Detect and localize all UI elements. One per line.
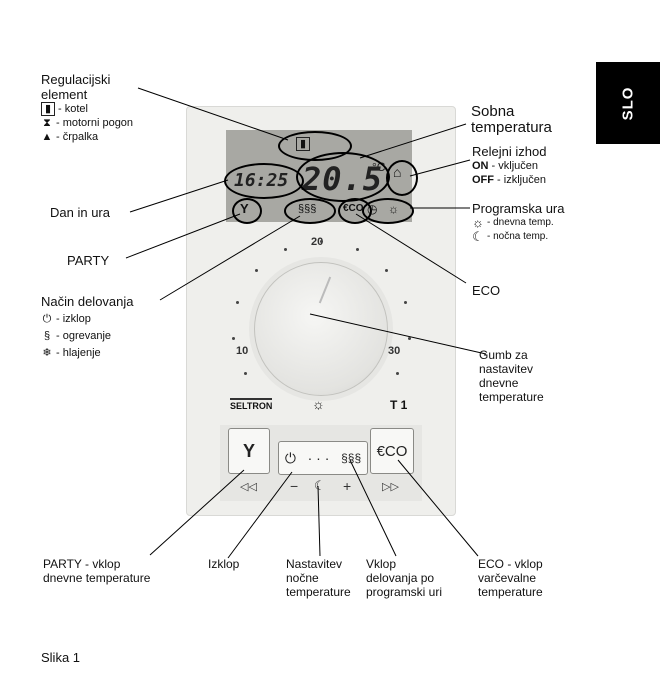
mode-rocker[interactable]: ⏻ · · · §§§ [278,441,368,475]
heating-icon: §§§ [341,451,362,465]
label-dnevna-temp: - dnevna temp. [487,217,554,228]
label-sobna-1: Sobna [471,103,515,120]
dial-tick [284,247,288,251]
dial-tick [236,300,240,304]
label-gumb-1: Gumb za [479,348,528,362]
label-nacin: Način delovanja ⏻ - izklop § - ogrevanje ❄… [41,294,134,360]
eco-button-label: €CO [376,442,408,460]
dial-tick [407,337,411,341]
moon-icon: ☾ [472,229,484,244]
label-crpalka: - črpalka [56,131,99,143]
language-tab: SLO [596,62,660,144]
label-nastavitev-2: nočne [286,571,319,585]
label-party: PARTY [67,253,110,268]
label-sobna-2: temperatura [471,119,552,136]
dial-tick [396,372,400,375]
dial-tick [355,247,359,251]
hourglass-icon: ⧗ [43,117,51,129]
dial-tick [320,240,323,243]
temperature-dial[interactable] [254,262,388,396]
label-vklop-3: programski uri [366,585,443,599]
plus-icon: + [343,478,352,494]
power-icon: ⏻ [42,313,52,325]
label-regulacijski: Regulacijski element ▮- kotel ⧗ - motorni… [41,72,133,144]
label-party-vklop-1: PARTY - vklop [43,557,121,571]
label-on-key: ON [472,160,489,172]
label-party-vklop-2: dnevne temperature [43,571,151,585]
snowflake-icon: ❄ [42,347,52,359]
label-eco-vklop: ECO - vklop varčevalne temperature [478,557,543,599]
label-regulacijski-title2: element [41,87,88,102]
label-vklop: Vklop delovanja po programski uri [366,557,442,599]
label-gumb: Gumb za nastavitev dnevne temperature [479,348,544,404]
label-gumb-4: temperature [479,390,544,404]
label-nastavitev-3: temperature [286,585,351,599]
label-izklop: - izklop [56,313,91,325]
dial-scale-min: 10 [236,345,249,357]
rewind-icon: ◁◁ [240,481,257,493]
dial-tick [243,372,247,375]
label-ogrevanje: - ogrevanje [56,330,112,342]
eco-button[interactable]: €CO [370,428,414,474]
forward-icon: ▷▷ [382,481,399,493]
label-party-vklop: PARTY - vklop dnevne temperature [43,557,150,585]
highlight-program [362,198,414,224]
highlight-relay [386,160,418,196]
label-gumb-3: dnevne [479,376,519,390]
label-nastavitev: Nastavitev nočne temperature [286,557,351,599]
party-button[interactable]: Y [228,428,270,474]
seltron-logo: SELTRON [230,398,273,411]
label-eco-vklop-2: varčevalne [478,571,537,585]
power-icon: ⏻ [284,449,296,466]
label-off-val: - izključen [494,174,546,186]
heating-icon: § [43,330,51,342]
label-izklop-bottom: Izklop [208,557,240,571]
boiler-icon: ▮ [41,102,55,116]
highlight-mode [284,198,336,224]
dial-tick [254,269,258,273]
label-eco: ECO [472,283,501,298]
dial-scale-mid: 20 [311,236,324,248]
rocker-dots: · · · [307,450,330,466]
label-eco-vklop-1: ECO - vklop [478,557,543,571]
label-kotel: - kotel [58,103,88,115]
dial-tick [403,300,407,304]
label-motorni: - motorni pogon [56,117,134,129]
label-nacin-title: Način delovanja [41,294,134,309]
cocktail-glass-icon: Y [242,440,255,461]
label-nocna-temp: - nočna temp. [487,231,549,242]
label-on-val: - vključen [488,160,539,172]
label-vklop-2: delovanja po [366,571,435,585]
label-relejni: Relejni izhod ON - vključen OFF - izklju… [472,144,546,187]
pump-icon: ▲ [41,131,53,143]
label-sobna: Sobna temperatura [471,104,552,136]
moon-icon: ☾ [314,478,326,493]
label-relejni-title: Relejni izhod [472,144,547,159]
minus-icon: − [290,478,299,494]
label-eco-vklop-3: temperature [478,585,543,599]
sun-icon: ☼ [472,215,484,230]
sun-icon: ☼ [312,396,325,412]
figure-caption: Slika 1 [41,650,81,665]
label-vklop-1: Vklop [366,557,397,571]
label-gumb-2: nastavitev [479,362,534,376]
label-off-key: OFF [472,174,494,186]
label-programska: Programska ura ☼- dnevna temp. ☾- nočna … [472,201,564,244]
dial-tick [385,269,389,273]
label-regulacijski-title: Regulacijski [41,72,111,87]
label-dan-in-ura: Dan in ura [50,205,110,220]
label-nastavitev-1: Nastavitev [286,557,343,571]
dial-tick [232,337,236,341]
model-label: T 1 [390,398,408,412]
highlight-party [232,198,262,224]
label-hlajenje: - hlajenje [56,347,101,359]
dial-scale-max: 30 [388,345,401,357]
label-programska-title: Programska ura [472,201,565,216]
